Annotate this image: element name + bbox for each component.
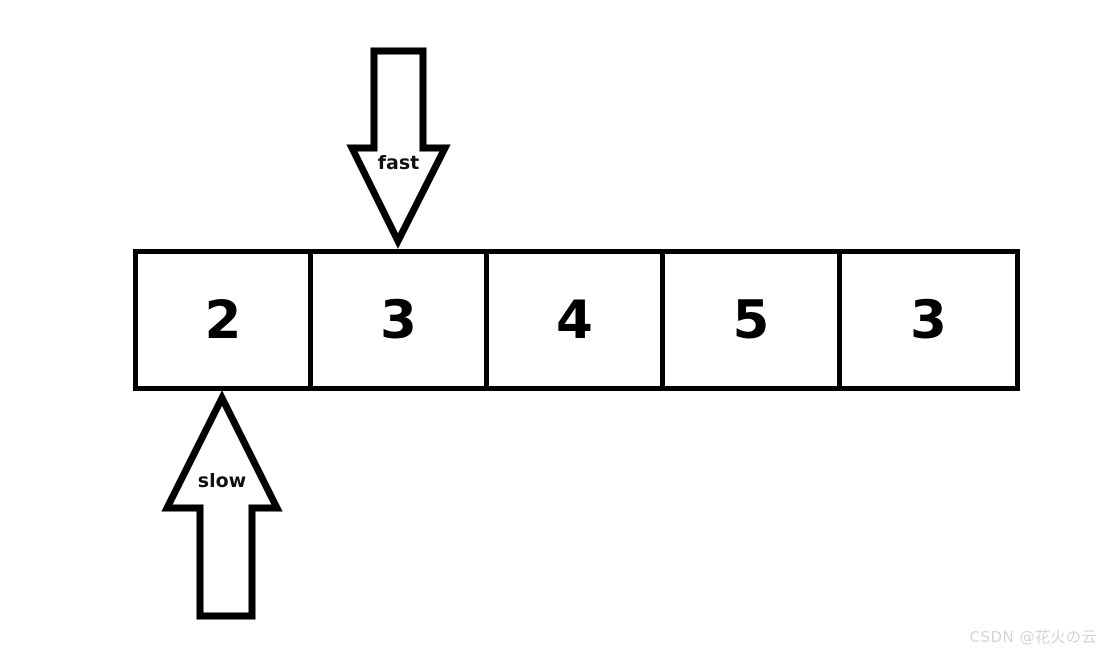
pointer-slow: slow (161, 390, 283, 620)
array-cell[interactable]: 2 (138, 254, 313, 386)
array-cell[interactable]: 4 (489, 254, 665, 386)
arrow-down-icon (346, 47, 451, 249)
array-cell-value: 3 (910, 289, 947, 351)
pointer-slow-label: slow (197, 470, 247, 492)
pointer-fast: fast (346, 47, 451, 249)
pointer-fast-label: fast (377, 152, 420, 174)
watermark: CSDN @花火の云 (969, 628, 1097, 646)
array-cell-value: 5 (732, 289, 770, 351)
array-cell[interactable]: 3 (313, 254, 489, 386)
array-cell[interactable]: 3 (842, 254, 1015, 386)
array-cell-value: 2 (204, 289, 242, 351)
arrow-up-icon (161, 390, 283, 620)
array-cell[interactable]: 5 (665, 254, 842, 386)
array-cell-value: 4 (556, 289, 593, 351)
array-container: 2 3 4 5 3 (133, 249, 1020, 391)
array-cell-value: 3 (380, 289, 417, 351)
